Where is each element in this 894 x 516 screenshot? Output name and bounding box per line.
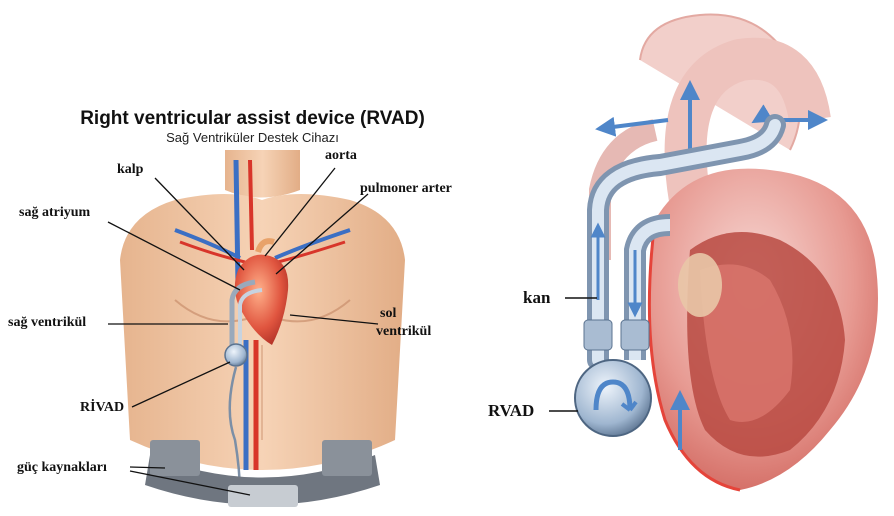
label-ventrikul: ventrikül <box>376 324 431 340</box>
label-kalp: kalp <box>117 162 143 178</box>
diagram-subtitle: Sağ Ventriküler Destek Cihazı <box>0 130 505 145</box>
label-kan: kan <box>523 288 550 308</box>
label-sag-atriyum: sağ atriyum <box>19 205 90 221</box>
label-sol: sol <box>380 306 396 322</box>
label-pulmoner-arter: pulmoner arter <box>360 181 452 197</box>
label-sag-ventrikul: sağ ventrikül <box>8 315 86 331</box>
diagram-title: Right ventricular assist device (RVAD) <box>0 108 505 130</box>
label-rivad: RİVAD <box>80 400 124 416</box>
label-rvad: RVAD <box>488 401 534 421</box>
label-aorta: aorta <box>325 148 357 164</box>
label-guc-kaynaklari: güç kaynakları <box>17 460 107 476</box>
